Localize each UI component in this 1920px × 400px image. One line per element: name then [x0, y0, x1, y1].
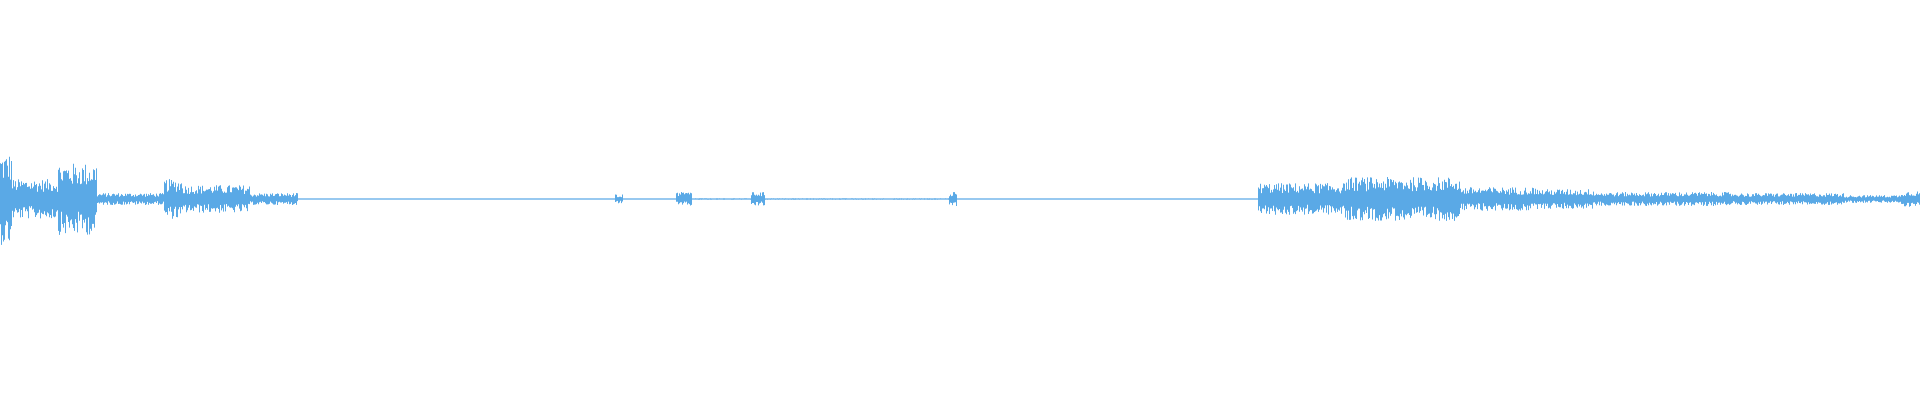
- waveform-trace: [0, 156, 1920, 245]
